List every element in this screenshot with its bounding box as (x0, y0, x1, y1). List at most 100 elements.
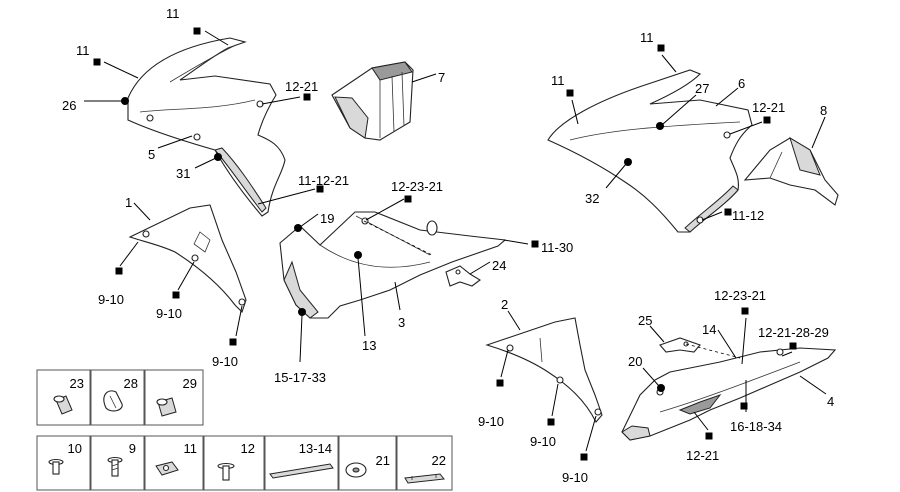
callout-11-30-label: 11-30 (541, 240, 573, 255)
part-bracket-25 (659, 337, 701, 353)
callout-16-18-34-square-marker (740, 402, 748, 410)
callout-12-23-21b-square-marker (741, 307, 749, 315)
callout-11b-label: 11 (76, 43, 90, 58)
callout-13-label: 13 (362, 338, 376, 353)
hardware-box-11 (144, 435, 204, 491)
callout-13-dot-marker (354, 251, 362, 259)
callout-25-label: 25 (638, 313, 652, 328)
callout-19-dot-marker (294, 224, 302, 232)
callout-11-12-21-square-marker (316, 185, 324, 193)
leader-lines (84, 30, 827, 452)
callout-11-30-leader (503, 239, 529, 245)
hardware-box-10 (36, 435, 91, 491)
callout-26-dot-marker (121, 97, 129, 105)
callout-25-leader (649, 325, 665, 343)
callout-31-dot-marker (214, 153, 222, 161)
part-right-belly-panel (621, 347, 837, 441)
clip-icon (103, 390, 123, 412)
callout-15-17-33-dot-marker (298, 308, 306, 316)
callout-9-10e-leader (551, 383, 559, 417)
callout-24-label: 24 (492, 258, 506, 273)
callout-12-21-28-29-leader (781, 351, 793, 357)
callout-32-label: 32 (585, 191, 599, 206)
hardware-label-21: 21 (376, 453, 390, 468)
callout-9-10a-square-marker (115, 267, 123, 275)
callout-32-leader (605, 163, 627, 189)
callout-13-leader (357, 257, 366, 337)
callout-3-leader (394, 281, 401, 311)
screw-icon-9 (107, 456, 123, 477)
hardware-label-22: 22 (432, 453, 446, 468)
callout-19-label: 19 (320, 211, 334, 226)
callout-5-leader (157, 135, 193, 149)
callout-9-10a-leader (119, 241, 139, 267)
callout-12-21a-label: 12-21 (285, 79, 318, 94)
callout-11d-leader (571, 99, 579, 125)
callout-12-21-28-29-square-marker (789, 342, 797, 350)
callout-5-label: 5 (148, 147, 155, 162)
callout-7-label: 7 (438, 70, 445, 85)
callout-2-label: 2 (501, 297, 508, 312)
part-right-bracket-8 (743, 136, 839, 206)
rubber-strip-icon (404, 473, 445, 484)
callout-11a-label: 11 (166, 6, 180, 21)
callout-12-23-21a-label: 12-23-21 (391, 179, 443, 194)
callout-15-17-33-label: 15-17-33 (274, 370, 326, 385)
callout-11c-square-marker (657, 44, 665, 52)
callout-7-leader (411, 73, 437, 83)
callout-3-label: 3 (398, 315, 405, 330)
callout-12-21c-square-marker (705, 432, 713, 440)
hardware-label-11: 11 (184, 441, 198, 456)
callout-32-dot-marker (624, 158, 632, 166)
callout-9-10f-label: 9-10 (562, 470, 588, 485)
rivet-nut-icon (53, 395, 73, 415)
callout-12-21a-leader (261, 96, 301, 105)
callout-4-leader (799, 375, 827, 395)
part-air-duct (331, 61, 414, 141)
callout-9-10d-label: 9-10 (478, 414, 504, 429)
callout-9-10c-square-marker (229, 338, 237, 346)
callout-1-leader (133, 202, 151, 221)
callout-12-23-21a-square-marker (404, 195, 412, 203)
callout-12-21-28-29-label: 12-21-28-29 (758, 325, 829, 340)
hardware-label-28: 28 (124, 376, 138, 391)
callout-11d-label: 11 (551, 73, 565, 88)
callout-11d-square-marker (566, 89, 574, 97)
callout-4-label: 4 (827, 394, 834, 409)
callout-9-10d-leader (500, 349, 509, 378)
callout-11c-leader (661, 54, 677, 73)
hardware-panel (36, 369, 453, 491)
callout-11a-square-marker (193, 27, 201, 35)
callout-6-label: 6 (738, 76, 745, 91)
callout-12-23-21b-leader (741, 317, 747, 365)
callout-9-10e-square-marker (547, 418, 555, 426)
callout-11c-label: 11 (640, 30, 654, 45)
callout-12-21b-label: 12-21 (752, 100, 785, 115)
hardware-label-9: 9 (129, 441, 136, 456)
callout-9-10c-leader (235, 305, 243, 337)
hardware-label-29: 29 (183, 376, 197, 391)
hardware-label-10: 10 (68, 441, 82, 456)
callout-markers (93, 27, 797, 461)
callout-20-label: 20 (628, 354, 642, 369)
part-left-belly-panel (279, 211, 507, 319)
callout-9-10b-square-marker (172, 291, 180, 299)
callout-1-label: 1 (125, 195, 132, 210)
callout-9-10f-leader (585, 415, 597, 452)
callout-12-23-21b-label: 12-23-21 (714, 288, 766, 303)
callout-12-21c-leader (693, 411, 709, 431)
part-bracket-24 (445, 265, 481, 287)
callout-12-21a-square-marker (303, 93, 311, 101)
part-left-inner-panel (128, 204, 247, 314)
callout-27-label: 27 (695, 81, 709, 96)
callout-11-12-square-marker (724, 208, 732, 216)
callout-9-10a-label: 9-10 (98, 292, 124, 307)
callout-27-leader (662, 94, 697, 125)
callout-9-10e-label: 9-10 (530, 434, 556, 449)
expansion-nut-icon (156, 397, 177, 417)
callout-9-10d-square-marker (496, 379, 504, 387)
callout-16-18-34-label: 16-18-34 (730, 419, 782, 434)
callout-9-10f-square-marker (580, 453, 588, 461)
